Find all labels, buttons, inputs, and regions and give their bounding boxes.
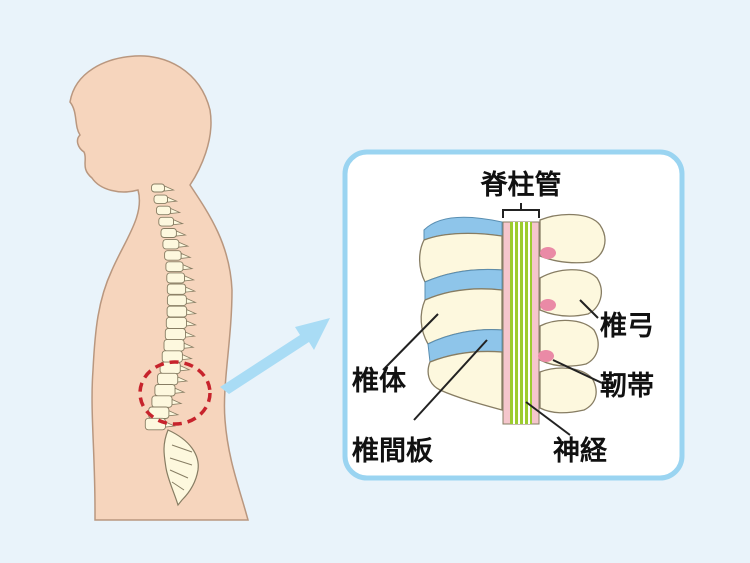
spine-process: [186, 308, 198, 316]
spine-vertebra: [154, 384, 176, 397]
spine-vertebra: [151, 395, 173, 408]
spine-process: [176, 230, 187, 237]
spine-process: [185, 331, 197, 338]
spine-process: [171, 398, 183, 405]
spine-vertebra: [165, 261, 184, 273]
spine-process: [186, 297, 197, 304]
body-spine: [144, 183, 198, 431]
leader-lines: [382, 299, 603, 436]
spine-vertebra: [166, 294, 187, 307]
nerve-bundle: [510, 222, 532, 424]
arrow-right-icon: [220, 318, 330, 394]
vertebral-arch-stack: [539, 213, 606, 414]
spine-process: [164, 185, 176, 192]
spine-vertebra: [158, 216, 175, 227]
lumbar-highlight-circle: [138, 360, 212, 426]
vertebral-arch-4: [539, 367, 597, 414]
spine-process: [179, 365, 191, 372]
spine-vertebra: [156, 205, 172, 216]
vertebral-arch-1: [539, 213, 606, 264]
spine-vertebra: [163, 339, 185, 352]
spine-vertebra: [164, 328, 186, 341]
spine-vertebra: [166, 305, 188, 318]
spine-process: [182, 264, 194, 271]
spine-process: [173, 219, 185, 226]
spine-process: [170, 207, 182, 214]
spine-process: [184, 275, 196, 282]
spine-process: [183, 342, 195, 349]
ligaments: [538, 247, 556, 362]
sacrum-lines: [169, 444, 193, 491]
spine-vertebra: [166, 272, 186, 284]
label-ligament: 靭帯: [600, 370, 654, 402]
label-nerve: 神経: [553, 435, 608, 467]
sacrum: [163, 429, 199, 507]
spine-process: [182, 353, 193, 361]
spine-process: [186, 320, 198, 327]
spinal-canal-bracket: [502, 203, 540, 218]
spine-process: [167, 196, 179, 203]
spine-vertebra: [164, 250, 182, 261]
spine-process: [168, 410, 180, 417]
spine-vertebra: [153, 194, 169, 204]
spine-process: [178, 241, 190, 248]
spine-vertebra: [157, 372, 179, 386]
vertebral-arch-3: [539, 319, 599, 367]
vertebral-body-3: [427, 350, 503, 411]
label-spinal-canal: 脊柱管: [480, 170, 562, 201]
spine-vertebra: [151, 183, 165, 193]
label-vertebral-arch: 椎弓: [600, 311, 654, 342]
spine-vertebra: [166, 283, 187, 295]
human-silhouette: [69, 55, 249, 521]
label-intervertebral-disc: 椎間板: [352, 436, 433, 467]
spine-vertebra: [162, 239, 180, 250]
vertebral-body-stack: [418, 216, 503, 411]
spine-vertebra: [144, 417, 166, 431]
spine-process: [185, 286, 197, 293]
spine-process: [177, 376, 189, 383]
label-vertebral-body: 椎体: [352, 366, 407, 397]
spine-vertebra: [160, 228, 177, 238]
spine-process: [174, 387, 186, 394]
spine-process: [180, 252, 192, 259]
spine-vertebra: [165, 316, 187, 329]
